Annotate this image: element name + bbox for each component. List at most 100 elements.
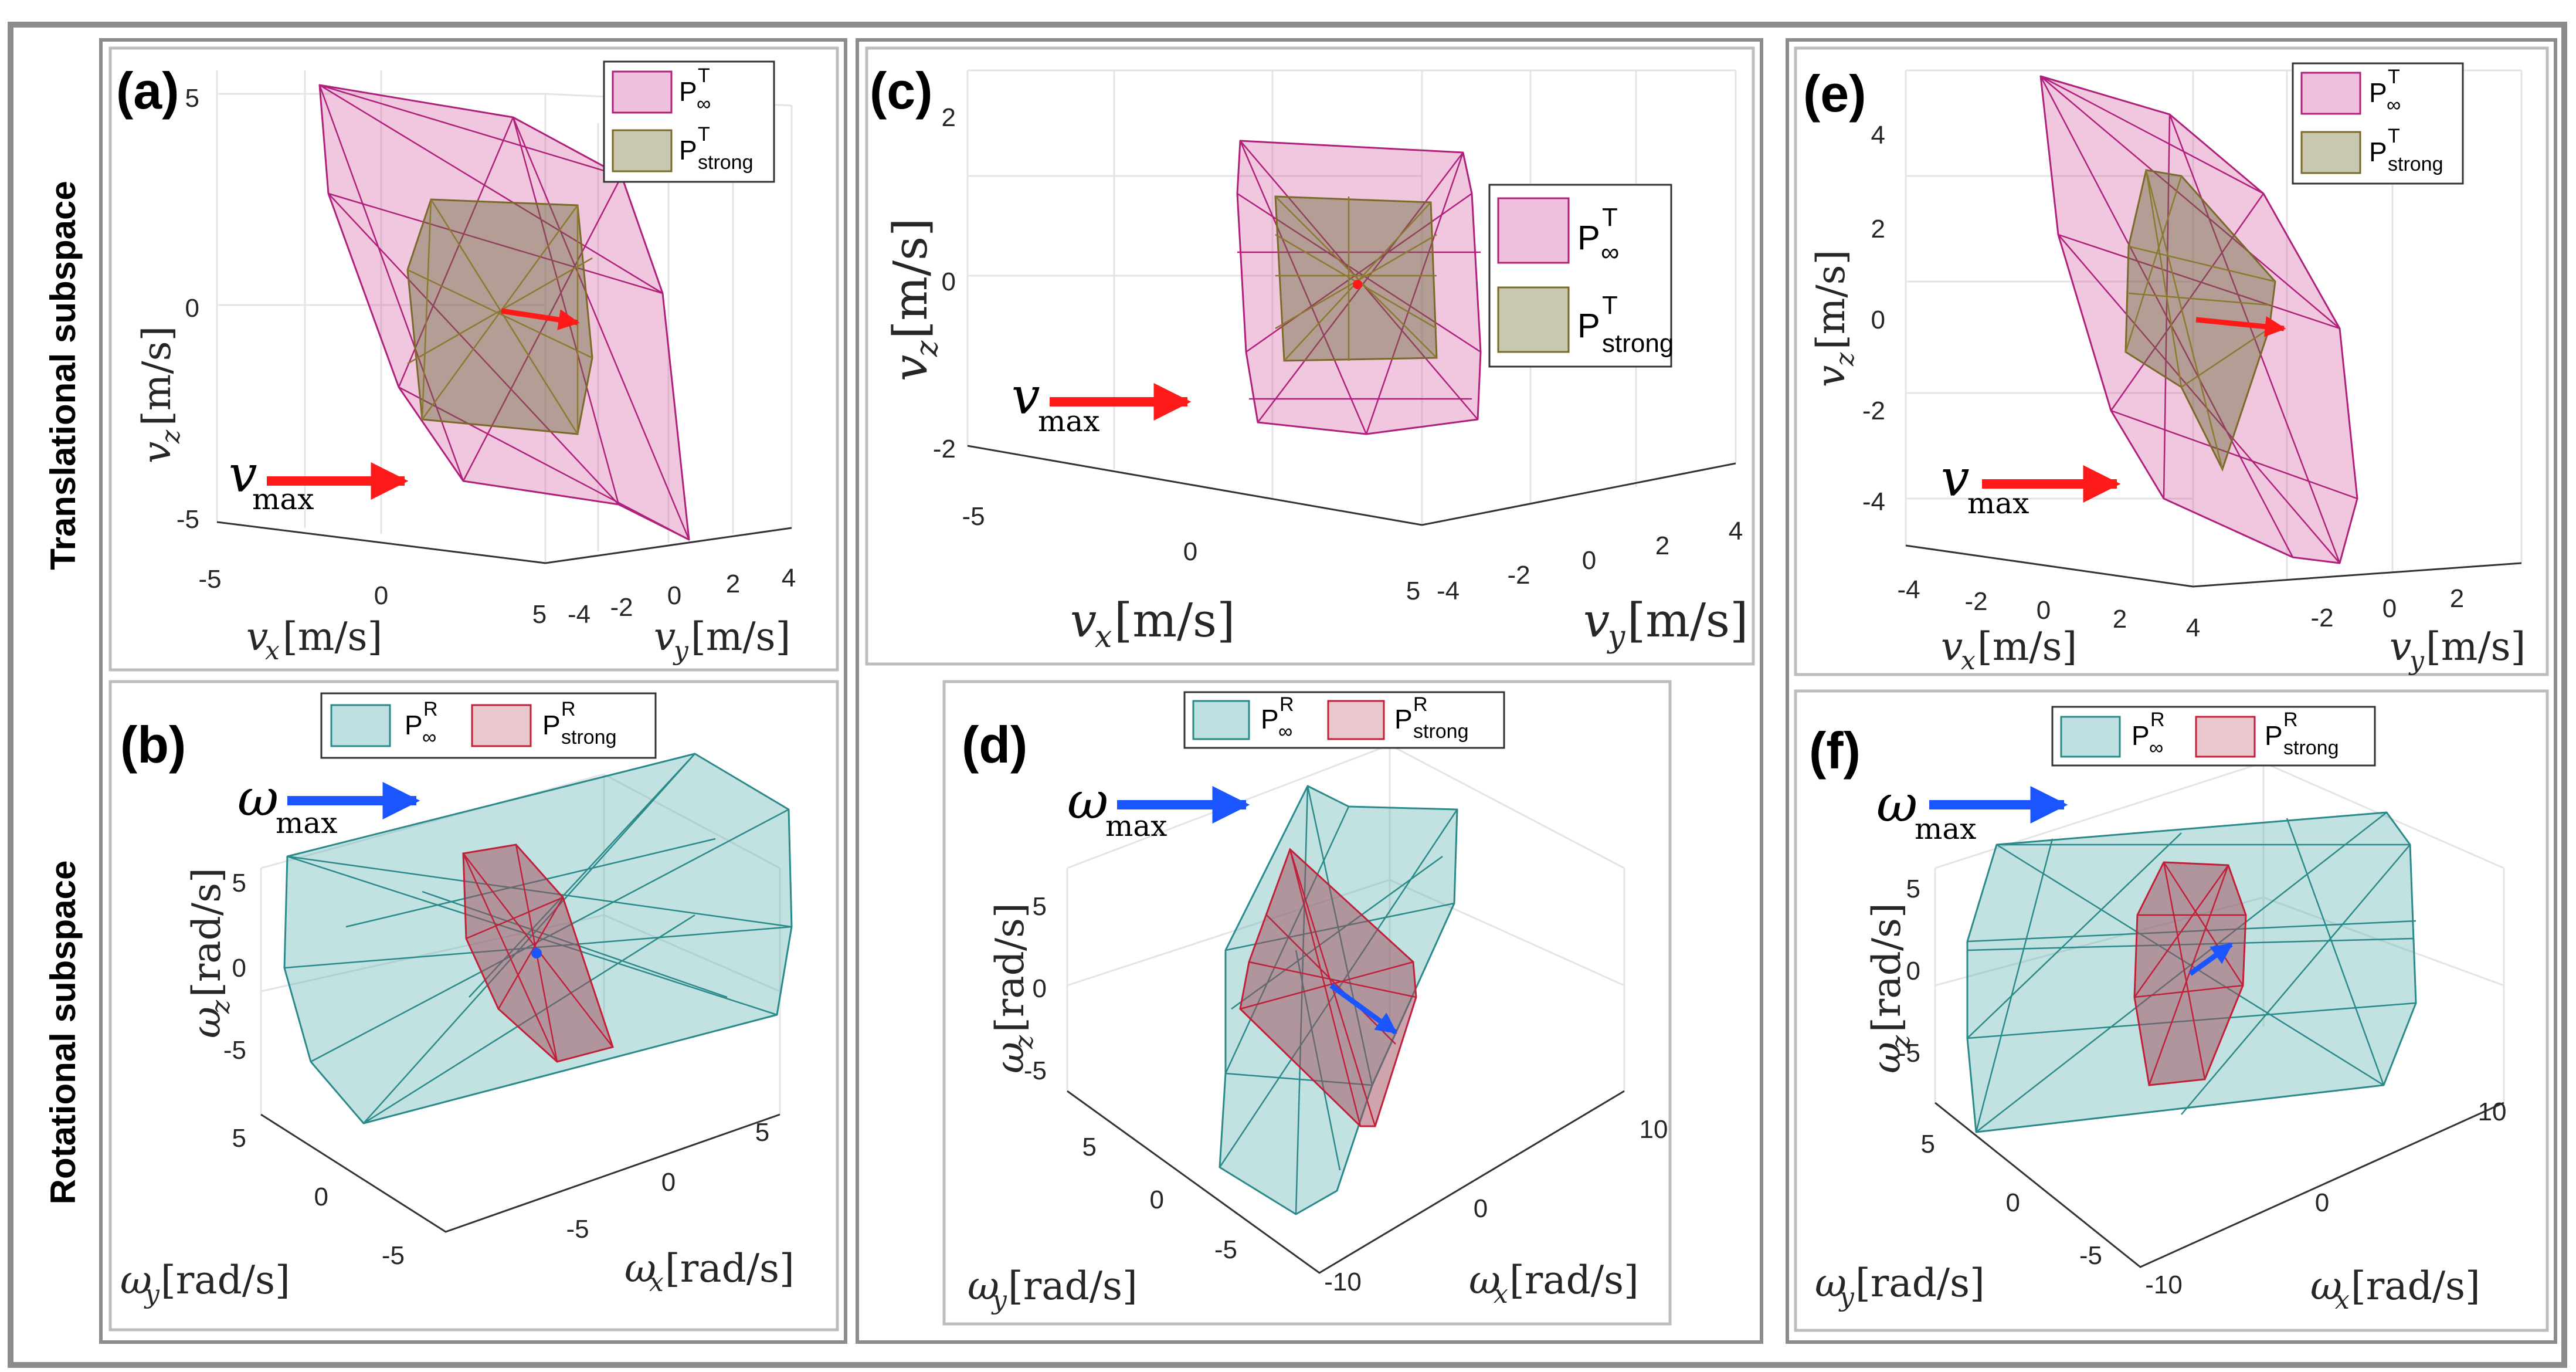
svg-text:strong: strong (698, 151, 754, 174)
panel-b-x-tick: -5 (566, 1215, 589, 1244)
panel-c-legend: P T ∞ P T strong (1488, 184, 1674, 368)
panel-c-z-tick: 2 (942, 103, 956, 132)
svg-text:P: P (679, 135, 697, 165)
svg-text:∞: ∞ (422, 726, 436, 748)
panel-d-legend-swatch-inf (1192, 700, 1250, 740)
panel-e-vmax-symbol: v (1941, 449, 1970, 508)
svg-text:T: T (698, 65, 710, 87)
svg-text:[rad/s]: [rad/s] (1509, 1258, 1639, 1303)
panel-b-z-tick: -5 (223, 1036, 246, 1065)
svg-text:strong: strong (1413, 720, 1469, 743)
panel-c-vmax-sub: max (1038, 404, 1099, 438)
panel-b-omegamax-symbol: ω (237, 769, 279, 828)
panel-f-legend-swatch-inf (2060, 716, 2121, 758)
svg-text:v: v (1941, 624, 1963, 669)
panel-e-tag: (e) (1803, 65, 1866, 123)
panel-f-y-tick: 0 (2006, 1188, 2020, 1217)
svg-text:R: R (2150, 709, 2165, 731)
panel-c-x-tick: 5 (1406, 577, 1420, 605)
svg-text:[m/s]: [m/s] (1808, 250, 1854, 350)
svg-text:R: R (1279, 693, 1294, 716)
svg-text:[rad/s]: [rad/s] (2351, 1263, 2480, 1309)
svg-text:P: P (405, 710, 423, 740)
panel-a: 5 0 -5 -5 0 5 -4 -2 0 2 4 v z [m/s] v x … (108, 46, 839, 672)
panel-d-z-tick: 0 (1033, 974, 1047, 1003)
svg-text:strong: strong (561, 726, 617, 748)
svg-text:z: z (1886, 1035, 1916, 1049)
svg-text:y: y (1838, 1282, 1855, 1312)
svg-text:T: T (698, 123, 710, 145)
panel-a-inner-arrow (501, 308, 580, 330)
panel-a-vmax-symbol: v (229, 445, 257, 504)
panel-f-z-label: ω z [rad/s] (1864, 903, 1916, 1073)
svg-text:T: T (1602, 291, 1618, 320)
panel-b-tag: (b) (120, 716, 186, 774)
panel-f-omegamax-sub: max (1915, 812, 1976, 846)
panel-a-x-label: v x [m/s] (246, 614, 382, 666)
svg-text:[m/s]: [m/s] (883, 218, 938, 339)
panel-f-y-tick: -5 (2079, 1241, 2102, 1270)
panel-e-legend-swatch-inf (2300, 72, 2361, 115)
panel-c-z-label: v z [m/s] (883, 218, 945, 381)
panel-e-x-tick: -2 (1964, 587, 1987, 616)
panel-a-y-tick: 2 (726, 570, 740, 598)
panel-a-x-tick: 0 (374, 581, 388, 610)
panel-b-legend-swatch-inf (330, 704, 391, 747)
panel-c-z-tick: -2 (933, 435, 956, 463)
panel-e-legend: P T ∞ P T strong (2292, 62, 2464, 185)
panel-c: 2 0 -2 -5 0 5 -4 -2 0 2 4 v z [m/s] v x … (865, 46, 1755, 666)
svg-text:P: P (1394, 704, 1413, 734)
svg-text:P: P (1577, 219, 1600, 257)
svg-text:z: z (156, 429, 186, 444)
svg-text:x: x (1961, 646, 1976, 676)
svg-text:ω: ω (120, 1258, 152, 1303)
panel-d-x-tick: -10 (1324, 1268, 1362, 1296)
svg-text:∞: ∞ (697, 93, 711, 115)
svg-text:x: x (1494, 1279, 1508, 1309)
panel-c-y-tick: 4 (1729, 517, 1743, 546)
svg-text:R: R (561, 698, 576, 720)
svg-text:R: R (1413, 693, 1428, 716)
panel-a-y-tick: -4 (568, 600, 590, 629)
panel-d-axis-base (1067, 1090, 1625, 1274)
svg-text:[rad/s]: [rad/s] (1008, 1263, 1138, 1309)
panel-c-vmax-symbol: v (1012, 367, 1040, 426)
panel-f-z-tick: 5 (1906, 875, 1920, 903)
panel-f-legend: P R ∞ P R strong (2051, 706, 2376, 767)
panel-a-y-label: v y [m/s] (654, 614, 790, 666)
svg-text:z: z (1830, 352, 1860, 367)
svg-text:P: P (679, 76, 697, 107)
panel-e-x-label: v x [m/s] (1941, 624, 2077, 676)
svg-text:[m/s]: [m/s] (1627, 593, 1748, 648)
svg-text:∞: ∞ (1601, 238, 1619, 267)
svg-text:P: P (2132, 720, 2150, 751)
panel-d-y-tick: 0 (1150, 1185, 1164, 1214)
panel-a-y-tick: 0 (667, 581, 681, 610)
svg-text:R: R (423, 698, 438, 720)
panel-f-z-tick: -5 (1898, 1039, 1920, 1068)
panel-c-y-tick: 0 (1582, 546, 1596, 575)
svg-text:ω: ω (987, 1042, 1033, 1073)
panel-a-y-tick: 4 (782, 564, 796, 592)
row-label-rotational: Rotational subspace (43, 861, 83, 1205)
panel-e-z-tick: 4 (1871, 121, 1885, 150)
svg-text:ω: ω (625, 1246, 656, 1291)
panel-b-y-label: ω y [rad/s] (120, 1258, 290, 1309)
panel-e-vmax-sub: max (1967, 486, 2029, 520)
panel-d-omegamax-sub: max (1105, 809, 1167, 843)
panel-a-p-strong-polytope (406, 198, 593, 435)
panel-d-z-tick: -5 (1024, 1056, 1047, 1085)
column-frame-left (99, 38, 847, 1344)
svg-text:v: v (1583, 593, 1610, 648)
svg-text:x: x (265, 636, 280, 666)
panel-a-tag: (a) (116, 62, 179, 120)
panel-e-z-label: v z [m/s] (1808, 250, 1860, 387)
svg-text:x: x (1095, 619, 1112, 655)
panel-b-z-label: ω z [rad/s] (184, 868, 236, 1038)
panel-f-tag: (f) (1809, 721, 1861, 780)
panel-e-z-tick: 2 (1871, 215, 1885, 243)
panel-c-x-tick: -5 (962, 502, 985, 531)
panel-f-y-tick: 5 (1921, 1130, 1935, 1158)
panel-a-y-tick: -2 (610, 593, 633, 622)
